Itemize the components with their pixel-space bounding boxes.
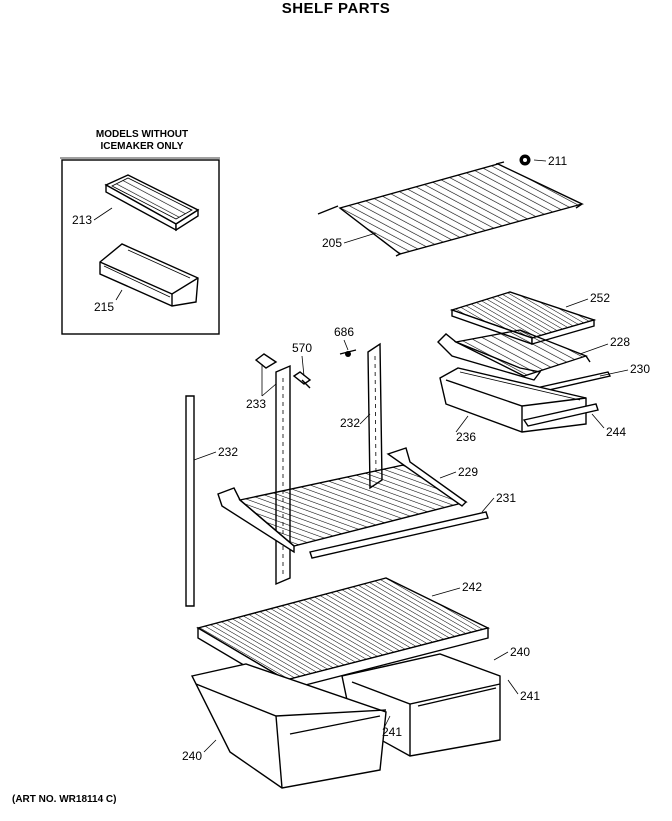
diagram-title: SHELF PARTS bbox=[281, 0, 391, 17]
part-label: 240 bbox=[182, 749, 202, 763]
part-label: 231 bbox=[496, 491, 516, 505]
part-label: 213 bbox=[72, 213, 92, 227]
shelf-228 bbox=[437, 329, 591, 381]
ice-tray-213 bbox=[104, 174, 200, 232]
wire-shelf-205 bbox=[317, 161, 584, 257]
cap-211 bbox=[519, 154, 531, 166]
part-label: 570 bbox=[292, 341, 312, 355]
rail-232 bbox=[185, 395, 195, 607]
part-label: 242 bbox=[462, 580, 482, 594]
wire-shelf-229 bbox=[217, 447, 468, 554]
screw-686 bbox=[339, 349, 357, 357]
part-labels: 211 205 213 215 252 686 570 228 230 233 … bbox=[72, 154, 650, 763]
inset-box bbox=[60, 157, 220, 335]
leader-lines bbox=[93, 159, 629, 753]
bin-215 bbox=[99, 243, 199, 307]
inset-label-line2: ICEMAKER ONLY bbox=[100, 141, 184, 152]
part-label: 686 bbox=[334, 325, 354, 339]
crisper-drawer-240-left bbox=[190, 663, 387, 789]
part-label: 215 bbox=[94, 300, 114, 314]
part-label: 232 bbox=[340, 416, 360, 430]
part-label: 205 bbox=[322, 236, 342, 250]
part-label: 211 bbox=[548, 154, 567, 168]
part-label: 241 bbox=[382, 725, 402, 739]
part-label: 240 bbox=[510, 645, 530, 659]
rail-center-232 bbox=[367, 342, 383, 490]
part-label: 233 bbox=[246, 397, 266, 411]
part-label: 232 bbox=[218, 445, 238, 459]
part-label: 241 bbox=[520, 689, 540, 703]
part-label: 229 bbox=[458, 465, 478, 479]
rail-left-233 bbox=[275, 364, 291, 586]
rail-231 bbox=[309, 511, 489, 559]
rail-244 bbox=[522, 403, 599, 427]
part-label: 230 bbox=[630, 362, 650, 376]
part-label: 228 bbox=[610, 335, 630, 349]
part-label: 236 bbox=[456, 430, 476, 444]
part-label: 252 bbox=[590, 291, 610, 305]
part-label: 244 bbox=[606, 425, 626, 439]
art-number: (ART NO. WR18114 C) bbox=[12, 794, 117, 805]
inset-label: MODELS WITHOUT ICEMAKER ONLY bbox=[62, 129, 222, 153]
inset-label-line1: MODELS WITHOUT bbox=[95, 129, 189, 140]
clips-233 bbox=[254, 353, 312, 389]
drawer-236 bbox=[439, 367, 587, 433]
